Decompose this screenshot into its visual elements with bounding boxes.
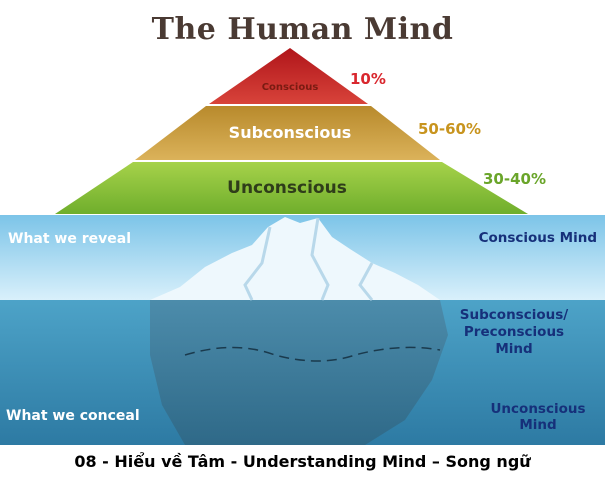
percent-unconscious: 30-40% <box>483 170 546 188</box>
label-what-we-conceal: What we conceal <box>6 408 140 424</box>
label-unconscious-line: Mind <box>519 417 557 433</box>
iceberg-tip-shading <box>243 217 374 301</box>
level-label-conscious: Conscious <box>262 82 319 93</box>
percent-conscious: 10% <box>350 70 386 88</box>
iceberg-tip <box>150 217 440 300</box>
label-subconscious-line: Mind <box>495 341 533 357</box>
label-subconscious-mind: Subconscious/ Preconscious Mind <box>429 307 599 358</box>
label-what-we-reveal: What we reveal <box>8 231 131 247</box>
level-label-subconscious: Subconscious <box>229 123 352 142</box>
label-unconscious-line: Unconscious <box>490 401 586 417</box>
pyramid-level-subconscious <box>135 106 440 160</box>
level-label-unconscious: Unconscious <box>227 178 347 198</box>
iceberg-underwater <box>150 300 448 445</box>
label-conscious-mind: Conscious Mind <box>478 230 597 246</box>
iceberg-graphic <box>0 215 605 445</box>
label-subconscious-line: Subconscious/ <box>459 307 569 323</box>
pyramid-level-unconscious <box>55 162 528 214</box>
mind-pyramid: Conscious Subconscious Unconscious 10% 5… <box>55 48 546 214</box>
preconscious-boundary-line <box>184 346 441 362</box>
percent-subconscious: 50-60% <box>418 120 481 138</box>
pyramid-title: The Human Mind <box>151 12 454 47</box>
caption: 08 - Hiểu về Tâm - Understanding Mind – … <box>74 452 531 471</box>
label-subconscious-line: Preconscious <box>463 324 565 340</box>
label-unconscious-mind: Unconscious Mind <box>483 401 593 433</box>
iceberg-illustration: What we reveal What we conceal Conscious… <box>0 215 605 445</box>
pyramid-level-conscious <box>209 48 368 104</box>
